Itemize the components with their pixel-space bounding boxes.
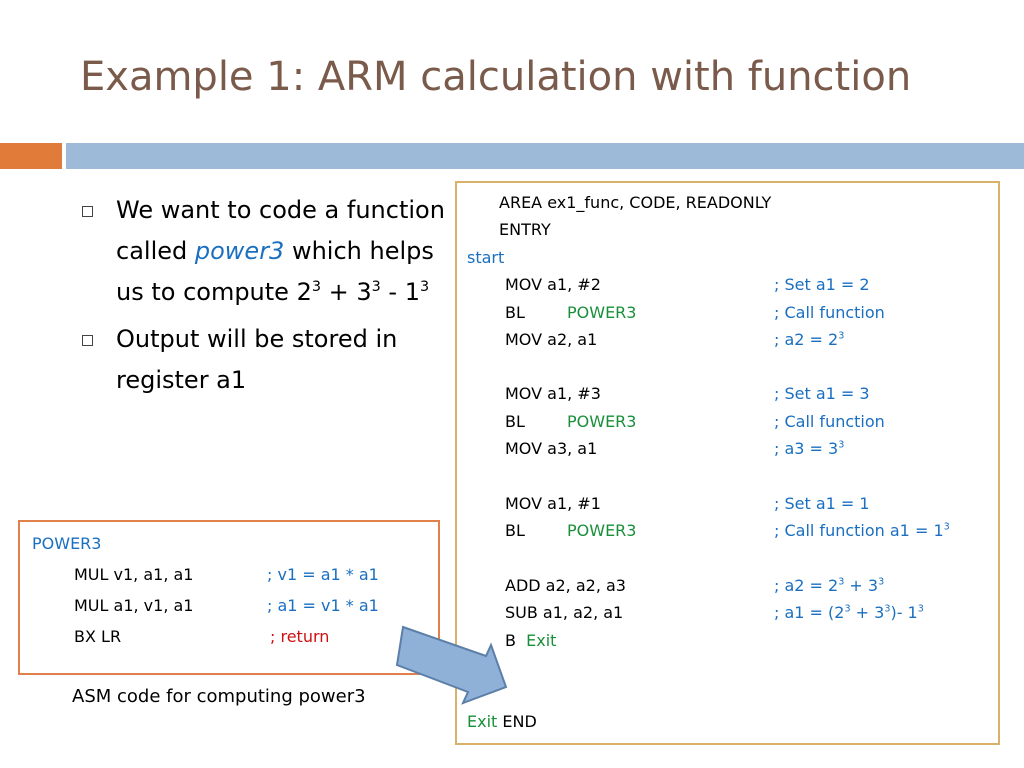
accent-bar-orange: [0, 143, 62, 169]
code-line: SUB a1, a2, a1: [505, 603, 624, 622]
code-branch-target: POWER3: [567, 303, 637, 322]
code-comment: ; a2 = 23: [774, 330, 845, 349]
code-label-start: start: [467, 248, 505, 267]
code-branch-target: Exit: [526, 631, 557, 650]
code-line: MOV a1, #2: [505, 275, 601, 294]
main-code-box: AREA ex1_func, CODE, READONLY ENTRY star…: [455, 181, 1000, 745]
code-comment: ; a3 = 33: [774, 439, 845, 458]
code-comment: ; return: [270, 627, 330, 646]
code-line: B Exit: [505, 631, 557, 650]
power3-code-box: POWER3 MUL v1, a1, a1 ; v1 = a1 * a1 MUL…: [18, 520, 440, 675]
square-bullet-icon: [82, 206, 93, 217]
code-comment: ; Call function: [774, 303, 885, 322]
code-line: MUL a1, v1, a1: [74, 596, 194, 615]
power3-caption: ASM code for computing power3: [72, 686, 366, 707]
code-comment: ; Call function a1 = 13: [774, 521, 950, 540]
code-comment: ; Set a1 = 3: [774, 384, 870, 403]
accent-bar-blue: [66, 143, 1024, 169]
code-comment: ; a1 = (23 + 33)- 13: [774, 603, 924, 622]
code-comment: ; a1 = v1 * a1: [267, 596, 379, 615]
code-branch-target: POWER3: [567, 412, 637, 431]
bullet-item: Output will be stored in register a1: [80, 319, 450, 401]
code-line: BX LR: [74, 627, 122, 646]
function-name: power3: [194, 237, 285, 265]
code-line-entry: ENTRY: [499, 220, 551, 239]
code-comment: ; v1 = a1 * a1: [267, 565, 379, 584]
slide-title: Example 1: ARM calculation with function: [80, 54, 912, 100]
code-comment: ; a2 = 23 + 33: [774, 576, 885, 595]
code-label-exit: Exit: [467, 712, 498, 731]
code-line: MOV a1, #1: [505, 494, 601, 513]
code-line: MUL v1, a1, a1: [74, 565, 194, 584]
code-branch-target: POWER3: [567, 521, 637, 540]
code-line-area: AREA ex1_func, CODE, READONLY: [499, 193, 772, 212]
code-label-power3: POWER3: [32, 534, 102, 553]
code-comment: ; Set a1 = 1: [774, 494, 870, 513]
code-comment: ; Set a1 = 2: [774, 275, 870, 294]
bullet-list: We want to code a function called power3…: [80, 190, 450, 407]
code-comment: ; Call function: [774, 412, 885, 431]
code-line-end: Exit END: [467, 712, 537, 731]
bullet-item: We want to code a function called power3…: [80, 190, 450, 313]
code-line: MOV a2, a1: [505, 330, 598, 349]
code-line: BL: [505, 412, 525, 431]
square-bullet-icon: [82, 335, 93, 346]
code-line: BL: [505, 521, 525, 540]
code-line: MOV a3, a1: [505, 439, 598, 458]
code-line: BL: [505, 303, 525, 322]
code-line: MOV a1, #3: [505, 384, 601, 403]
code-line: ADD a2, a2, a3: [505, 576, 626, 595]
